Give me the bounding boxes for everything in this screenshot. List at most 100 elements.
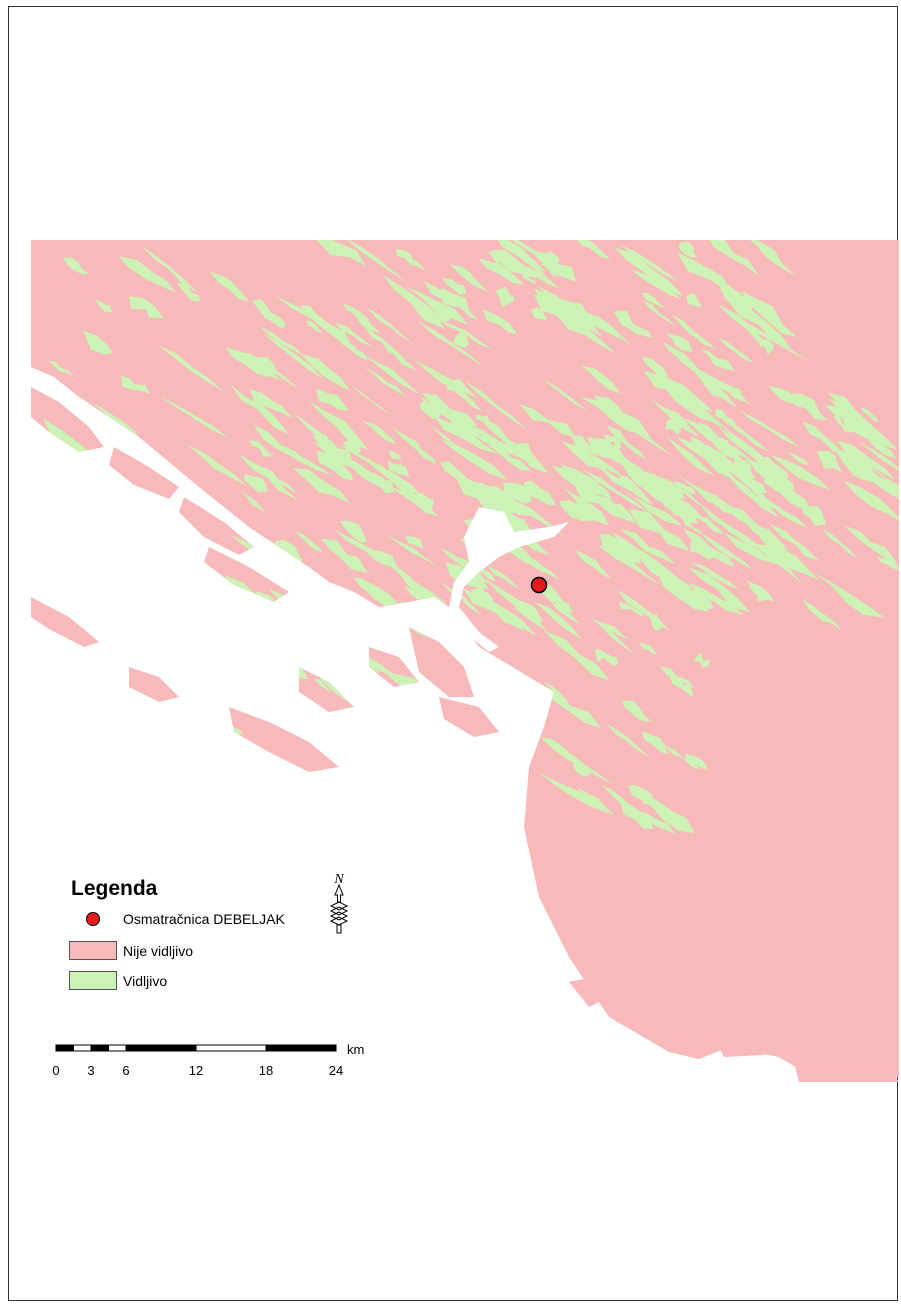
north-label: N <box>333 872 344 887</box>
visible-patch <box>544 630 611 681</box>
visible-patch <box>665 435 715 476</box>
visible-patch <box>742 240 797 277</box>
visible-patch <box>158 345 225 392</box>
visible-patch <box>316 450 354 481</box>
visible-patch <box>620 489 683 526</box>
island-not-visible <box>794 1057 899 1082</box>
visible-patch <box>769 524 819 561</box>
scale-segment <box>73 1044 92 1052</box>
visible-patch <box>639 643 657 655</box>
island-not-visible <box>31 387 104 452</box>
visible-patch <box>718 338 755 364</box>
visible-patch <box>283 611 307 627</box>
visible-patch <box>866 463 899 495</box>
visible-patch <box>726 473 779 518</box>
visible-patch <box>618 475 654 505</box>
visible-patch <box>641 470 671 490</box>
visible-patch <box>320 538 368 573</box>
visible-patch <box>621 804 654 829</box>
visible-patch <box>499 605 538 637</box>
visible-patch <box>680 416 753 462</box>
visible-patch <box>385 703 400 718</box>
visible-patch <box>345 342 369 362</box>
visible-patch <box>263 646 308 680</box>
visible-patch <box>587 458 645 502</box>
visible-patch <box>860 407 879 423</box>
visible-patch <box>614 247 684 297</box>
visible-patch <box>244 473 269 493</box>
visible-patch <box>478 258 525 286</box>
visible-patch <box>594 495 629 519</box>
visible-patch <box>677 252 746 303</box>
visible-patch <box>385 562 448 605</box>
visible-patch <box>249 388 294 419</box>
visible-patch <box>613 310 653 339</box>
visible-patch <box>764 463 795 490</box>
visible-patch <box>756 543 819 581</box>
visible-patch <box>407 287 468 325</box>
scale-segment <box>90 1044 109 1052</box>
visible-patch <box>551 465 601 504</box>
visible-patch <box>740 297 754 309</box>
visible-patch <box>292 468 351 504</box>
visible-patch <box>843 480 899 525</box>
visible-patch <box>312 434 354 465</box>
visible-patch <box>743 458 777 483</box>
north-arrow-icon: N <box>329 872 349 934</box>
visible-patch <box>343 240 408 283</box>
visible-patch <box>359 351 421 395</box>
visible-patch <box>237 453 299 501</box>
visible-patch <box>720 383 751 404</box>
visible-patch <box>342 303 371 322</box>
visible-patch <box>492 249 537 279</box>
visible-patch <box>258 603 315 645</box>
visible-patch <box>382 274 445 329</box>
visible-patch <box>682 528 736 568</box>
island-not-visible <box>179 497 254 555</box>
visible-patch <box>309 315 350 343</box>
visible-patch <box>827 392 881 438</box>
visible-patch <box>641 292 667 309</box>
visible-patch <box>661 495 708 524</box>
visible-patch <box>748 585 769 602</box>
visible-patch <box>857 441 899 481</box>
visible-patch <box>82 330 114 355</box>
visible-patch <box>248 440 273 457</box>
visible-patch <box>442 278 468 295</box>
visible-patch <box>476 415 541 470</box>
visible-patch <box>673 481 697 495</box>
visible-patch <box>369 331 418 372</box>
visible-patch <box>250 668 284 690</box>
visible-patch <box>753 463 813 514</box>
visible-patch <box>561 441 624 477</box>
visible-patch <box>514 600 543 623</box>
visible-patch <box>234 351 283 382</box>
visible-patch <box>414 492 434 511</box>
visible-patch <box>726 298 791 349</box>
visible-patch <box>542 681 571 704</box>
visible-patch <box>448 377 466 391</box>
visible-patch <box>378 468 422 496</box>
visible-patch <box>691 436 711 452</box>
visible-patch <box>675 436 738 482</box>
visible-patch <box>521 555 560 580</box>
visible-patch <box>671 314 716 349</box>
visible-patch <box>364 472 394 494</box>
visible-patch <box>665 418 682 435</box>
visible-patch <box>384 612 410 633</box>
observation-point-marker[interactable] <box>530 576 548 594</box>
visible-patch <box>293 413 343 456</box>
visible-patch <box>287 627 358 669</box>
visible-patch <box>366 307 415 346</box>
visible-patch <box>118 255 176 293</box>
visible-patch <box>491 240 547 273</box>
visible-patch <box>363 366 406 397</box>
visible-patch <box>770 454 831 491</box>
visible-patch <box>519 404 576 438</box>
visible-patch <box>350 385 392 415</box>
visible-patch <box>844 525 896 562</box>
visible-patch <box>534 601 583 640</box>
visible-patch <box>698 516 725 535</box>
visible-patch <box>686 292 703 308</box>
visible-patch <box>469 485 517 514</box>
